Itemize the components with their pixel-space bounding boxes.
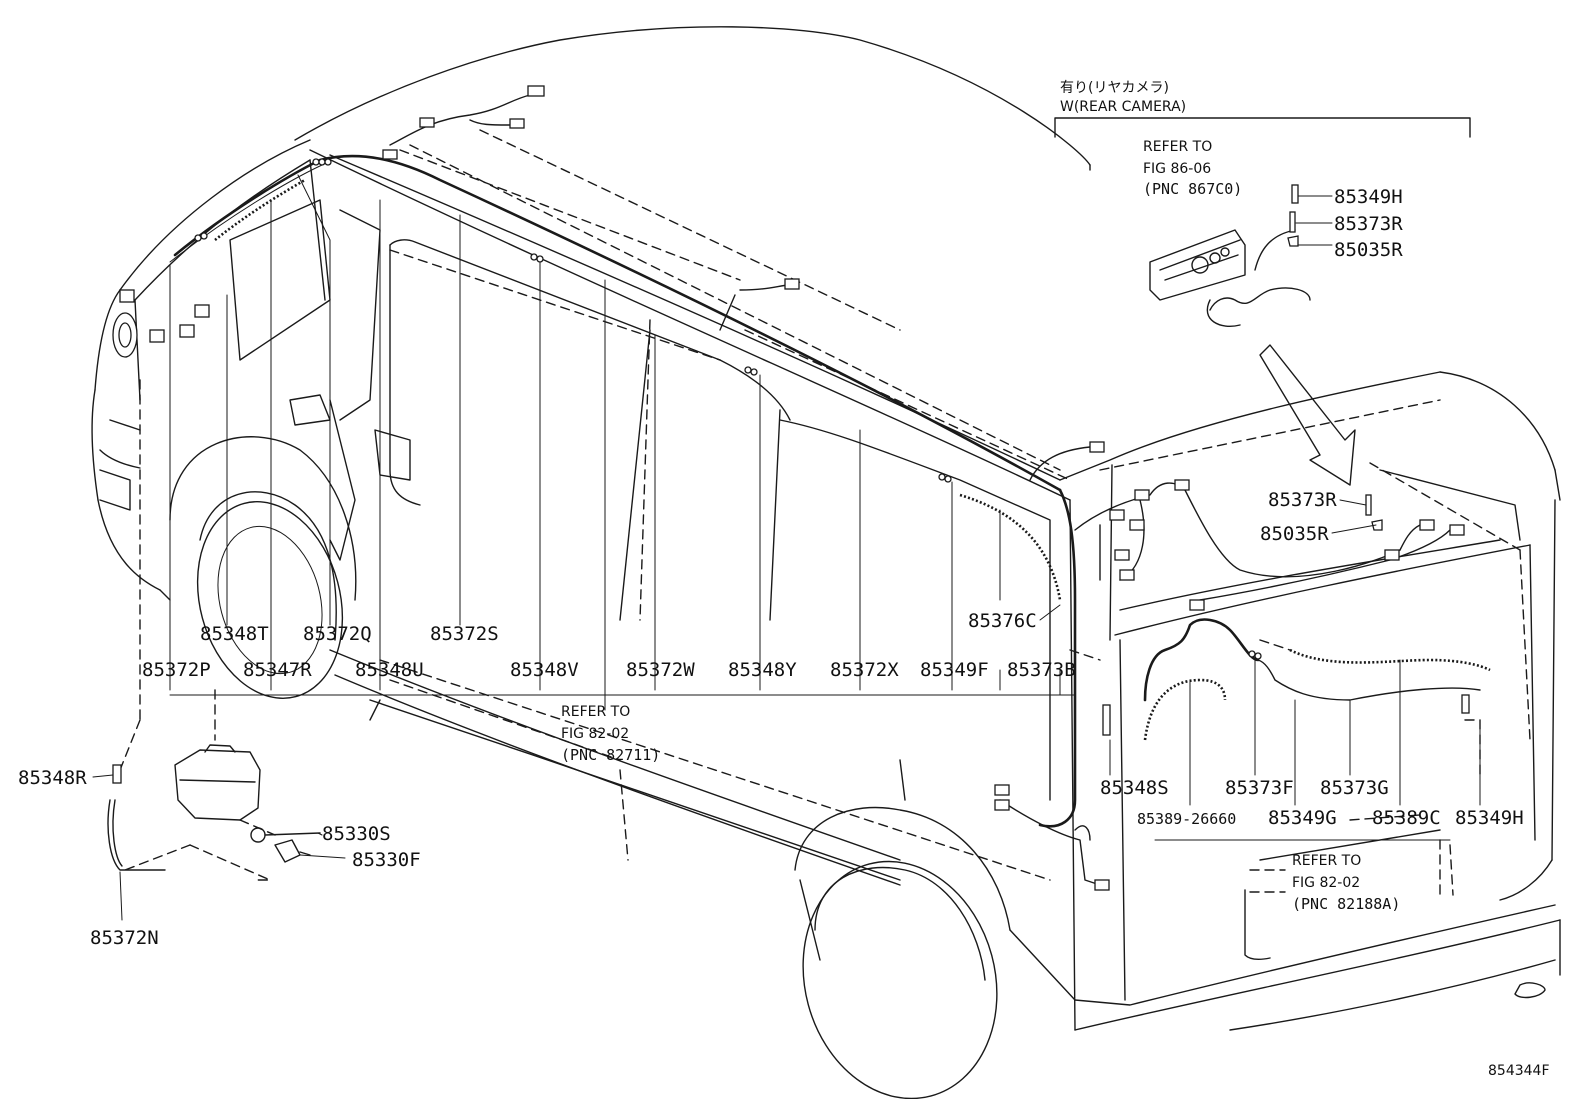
part-85348Y: 85348Y [728,659,797,681]
part-85348R: 85348R [18,767,87,789]
part-85348T: 85348T [200,623,269,645]
part-85347R: 85347R [243,659,312,681]
part-85349F: 85349F [920,659,989,681]
ref-86-line2: FIG 86-06 [1143,161,1211,177]
part-85372P: 85372P [142,659,211,681]
part-85373F: 85373F [1225,777,1294,799]
condition-jp-label: 有り(リヤカメラ) [1060,80,1169,96]
van-body [91,26,1561,1099]
ref-86-line3: (PNC 867C0) [1143,180,1242,198]
part-85330F: 85330F [352,849,421,871]
figure-id: 854344F [1488,1063,1550,1079]
ref-82-rear-line3: (PNC 82188A) [1292,895,1400,913]
part-85372Q: 85372Q [303,623,372,645]
part-85389C: 85389C [1372,807,1441,829]
dashed-leaders [119,129,1531,896]
part-85373G: 85373G [1320,777,1389,799]
part-85330S: 85330S [322,823,391,845]
ref-82-mid-line2: FIG 82-02 [561,726,629,742]
part-85348S: 85348S [1100,777,1169,799]
leader-lines [92,174,1481,921]
part-85348U: 85348U [355,659,424,681]
part-85372X: 85372X [830,659,899,681]
condition-label: W(REAR CAMERA) [1060,99,1186,115]
part-85373R-mid: 85373R [1268,489,1337,511]
ref-82-mid-line3: (PNC 82711) [561,746,660,764]
wire-harness [107,94,1481,886]
part-85035R-top: 85035R [1334,239,1403,261]
part-85373R-top: 85373R [1334,213,1403,235]
view-arrow [1259,344,1356,486]
labels: 有り(リヤカメラ) W(REAR CAMERA) REFER TO FIG 86… [18,80,1550,1079]
part-85349G: 85349G [1268,807,1337,829]
washer-tank [174,744,321,863]
connectors [112,85,1470,891]
ref-82-rear-line1: REFER TO [1292,853,1361,869]
part-85349H-top: 85349H [1334,186,1403,208]
part-85376C: 85376C [968,610,1037,632]
coiled-hoses [214,178,1491,741]
ref-82-mid-line1: REFER TO [561,704,630,720]
part-85349H-bot: 85349H [1455,807,1524,829]
ref-82-rear-line2: FIG 82-02 [1292,875,1360,891]
part-85035R-mid: 85035R [1260,523,1329,545]
ref-86-line1: REFER TO [1143,139,1212,155]
part-85372S: 85372S [430,623,499,645]
part-85372W: 85372W [626,659,695,681]
part-85389-26660: 85389-26660 [1137,810,1236,828]
part-85373B: 85373B [1007,659,1076,681]
rear-camera-module [1149,229,1246,301]
part-85372N: 85372N [90,927,159,949]
condition-bracket [1054,117,1471,138]
part-85348V: 85348V [510,659,579,681]
